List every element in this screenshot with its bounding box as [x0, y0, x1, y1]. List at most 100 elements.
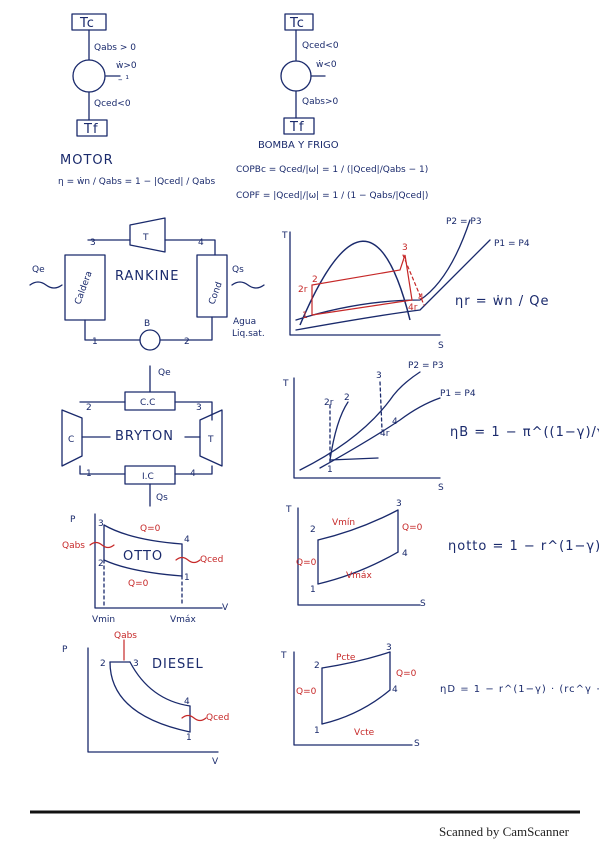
scanner-watermark: Scanned by CamScanner — [439, 824, 569, 839]
brayton-node-2: 2 — [86, 403, 92, 413]
rankine-ts-s-axis: S — [438, 341, 444, 351]
rankine-liq-sat: Liq.sat. — [232, 329, 265, 339]
otto-point-4: 4 — [184, 535, 190, 545]
pump-q-out: Qced<0 — [302, 41, 339, 51]
brayton-ic: I.C — [142, 472, 154, 482]
otto-v-axis: V — [222, 603, 229, 613]
diesel-ts-p4: 4 — [392, 685, 398, 695]
engine-q-out: Qced<0 — [94, 99, 131, 109]
brayton-compressor: C — [68, 435, 74, 445]
otto-q0-top: Q=0 — [140, 524, 161, 534]
diesel-point-2: 2 — [100, 659, 106, 669]
otto-ts-p2: 2 — [310, 525, 316, 535]
otto-p-axis: P — [70, 515, 76, 525]
brayton-ts-t-axis: T — [282, 379, 289, 389]
rankine-qe: Qe — [32, 265, 45, 275]
otto-ts-s-axis: S — [420, 599, 426, 609]
diesel-v-axis: V — [212, 757, 219, 767]
diesel-ts-diagram: T S 2 3 4 1 Pcte Vcte Q=0 Q=0 ηD = 1 − r… — [280, 643, 599, 749]
diesel-label: DIESEL — [152, 657, 204, 672]
otto-point-1: 1 — [184, 573, 190, 583]
otto-ts-p1: 1 — [310, 585, 316, 595]
rankine-node-4: 4 — [198, 238, 204, 248]
brayton-node-4: 4 — [190, 469, 196, 479]
rankine-pump: B — [144, 319, 150, 329]
diesel-ts-pcte: Pcte — [336, 653, 356, 663]
rankine-label: RANKINE — [115, 269, 179, 284]
diesel-point-3: 3 — [133, 659, 139, 669]
otto-ts-q0-right: Q=0 — [402, 523, 423, 533]
motor-title: MOTOR — [60, 153, 114, 168]
diesel-point-1: 1 — [186, 733, 192, 743]
brayton-ts-p4: 4 — [392, 417, 398, 427]
brayton-qe: Qe — [158, 368, 171, 378]
otto-point-3: 3 — [98, 519, 104, 529]
rankine-water: Agua — [233, 317, 256, 327]
brayton-ts-p3: 3 — [376, 371, 382, 381]
diesel-ts-s-axis: S — [414, 739, 420, 749]
rankine-turbine: T — [142, 233, 149, 243]
brayton-ts-p14: P1 = P4 — [440, 389, 476, 399]
brayton-ts-p23: P2 = P3 — [408, 361, 444, 371]
brayton-ts-p2r: 2r — [324, 398, 334, 408]
diesel-pv-diagram: P V Qabs Qced DIESEL 2 3 4 1 — [62, 631, 229, 767]
brayton-efficiency: ηB = 1 − π^((1−γ)/γ) — [450, 425, 599, 440]
otto-qabs: Qabs — [62, 541, 85, 551]
pump-hot-reservoir: Tc — [289, 16, 305, 31]
otto-ts-vmin: Vmín — [332, 518, 355, 528]
motor-efficiency: η = ẇn / Qabs = 1 − |Qced| / Qabs — [58, 177, 215, 187]
pump-frigo-title: BOMBA Y FRIGO — [258, 140, 339, 151]
engine-q-in: Qabs > 0 — [94, 43, 136, 53]
diesel-ts-t-axis: T — [280, 651, 287, 661]
engine-work-note: – ¹ — [118, 75, 129, 85]
otto-ts-p3: 3 — [396, 499, 402, 509]
diesel-efficiency: ηD = 1 − r^(1−γ) · (rc^γ − 1) / ((rc − 1… — [440, 684, 599, 695]
diesel-qabs: Qabs — [114, 631, 137, 641]
rankine-ts-p4r: 4r — [408, 303, 418, 313]
brayton-node-1: 1 — [86, 469, 92, 479]
rankine-ts-t-axis: T — [281, 231, 288, 241]
engine-work: ẇ>0 — [116, 61, 137, 71]
rankine-ts-p23: P2 = P3 — [446, 217, 482, 227]
otto-q0-bottom: Q=0 — [128, 579, 149, 589]
brayton-cc: C.C — [140, 398, 155, 408]
otto-ts-q0-left: Q=0 — [296, 558, 317, 568]
otto-label: OTTO — [123, 549, 163, 564]
otto-efficiency: ηotto = 1 − r^(1−γ) — [448, 539, 599, 554]
diesel-point-4: 4 — [184, 697, 190, 707]
diesel-ts-p3: 3 — [386, 643, 392, 653]
rankine-ts-p14: P1 = P4 — [494, 239, 530, 249]
diesel-ts-vcte: Vcte — [354, 728, 375, 738]
rankine-ts-diagram: T S P2 = P3 P1 = P4 1 2 2r 3 4 4r ηr = ẇ… — [281, 217, 550, 351]
brayton-ts-diagram: T S P2 = P3 P1 = P4 1 2 2r 3 4 4r ηB = 1… — [282, 361, 599, 493]
diesel-ts-q0-right: Q=0 — [396, 669, 417, 679]
diesel-qced: Qced — [206, 713, 229, 723]
rankine-ts-p1: 1 — [302, 311, 308, 321]
pump-cold-reservoir: Tf — [289, 120, 305, 135]
diesel-ts-p2: 2 — [314, 661, 320, 671]
otto-ts-diagram: T S 2 3 4 1 Vmín Vmáx Q=0 Q=0 ηotto = 1 … — [285, 499, 599, 609]
brayton-ts-p1: 1 — [327, 465, 333, 475]
rankine-condenser: Cond — [207, 281, 224, 306]
otto-pv-diagram: P V OTTO Qabs Qced Q=0 Q=0 3 2 4 1 Vmin … — [62, 513, 229, 625]
rankine-efficiency: ηr = ẇn / Qe — [455, 294, 550, 309]
engine-cold-reservoir: Tf — [83, 122, 99, 137]
brayton-ts-p4r: 4r — [380, 429, 390, 439]
pump-q-in: Qabs>0 — [302, 97, 339, 107]
otto-vmax: Vmáx — [170, 615, 196, 625]
pump-work: ẇ<0 — [316, 60, 337, 70]
rankine-ts-p3: 3 — [402, 243, 408, 253]
rankine-qs: Qs — [232, 265, 244, 275]
brayton-qs: Qs — [156, 493, 168, 503]
otto-vmin: Vmin — [92, 615, 115, 625]
otto-ts-vmax: Vmáx — [346, 571, 372, 581]
heat-pump-diagram: Tc Qced<0 ẇ<0 Qabs>0 Tf — [280, 13, 339, 135]
engine-hot-reservoir: Tc — [79, 16, 95, 31]
rankine-ts-p2: 2 — [312, 275, 318, 285]
rankine-schematic: T Caldera Cond RANKINE Qe Qs B Agua Liq.… — [29, 217, 265, 351]
brayton-turbine: T — [207, 435, 214, 445]
otto-ts-p4: 4 — [402, 549, 408, 559]
cop-refrigerator: COPF = |Qced|/|ω| = 1 / (1 − Qabs/|Qced|… — [236, 191, 428, 201]
cop-heat-pump: COPBc = Qced/|ω| = 1 / (|Qced|/Qabs − 1) — [236, 165, 428, 175]
